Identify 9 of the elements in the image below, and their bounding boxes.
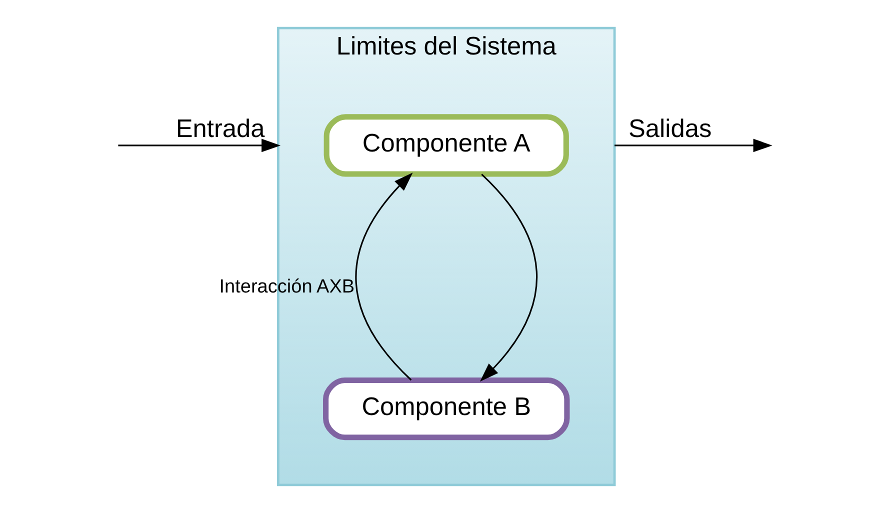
node-box: Componente A	[324, 114, 569, 176]
edge-label: Entrada	[176, 114, 265, 143]
arrow	[614, 138, 772, 152]
node-box: Componente B	[323, 376, 570, 440]
arrow	[118, 138, 281, 152]
arrow	[355, 172, 413, 380]
edge-label: Interacción AXB	[219, 276, 355, 298]
edge-label: Salidas	[628, 114, 712, 143]
arrow	[480, 173, 538, 382]
